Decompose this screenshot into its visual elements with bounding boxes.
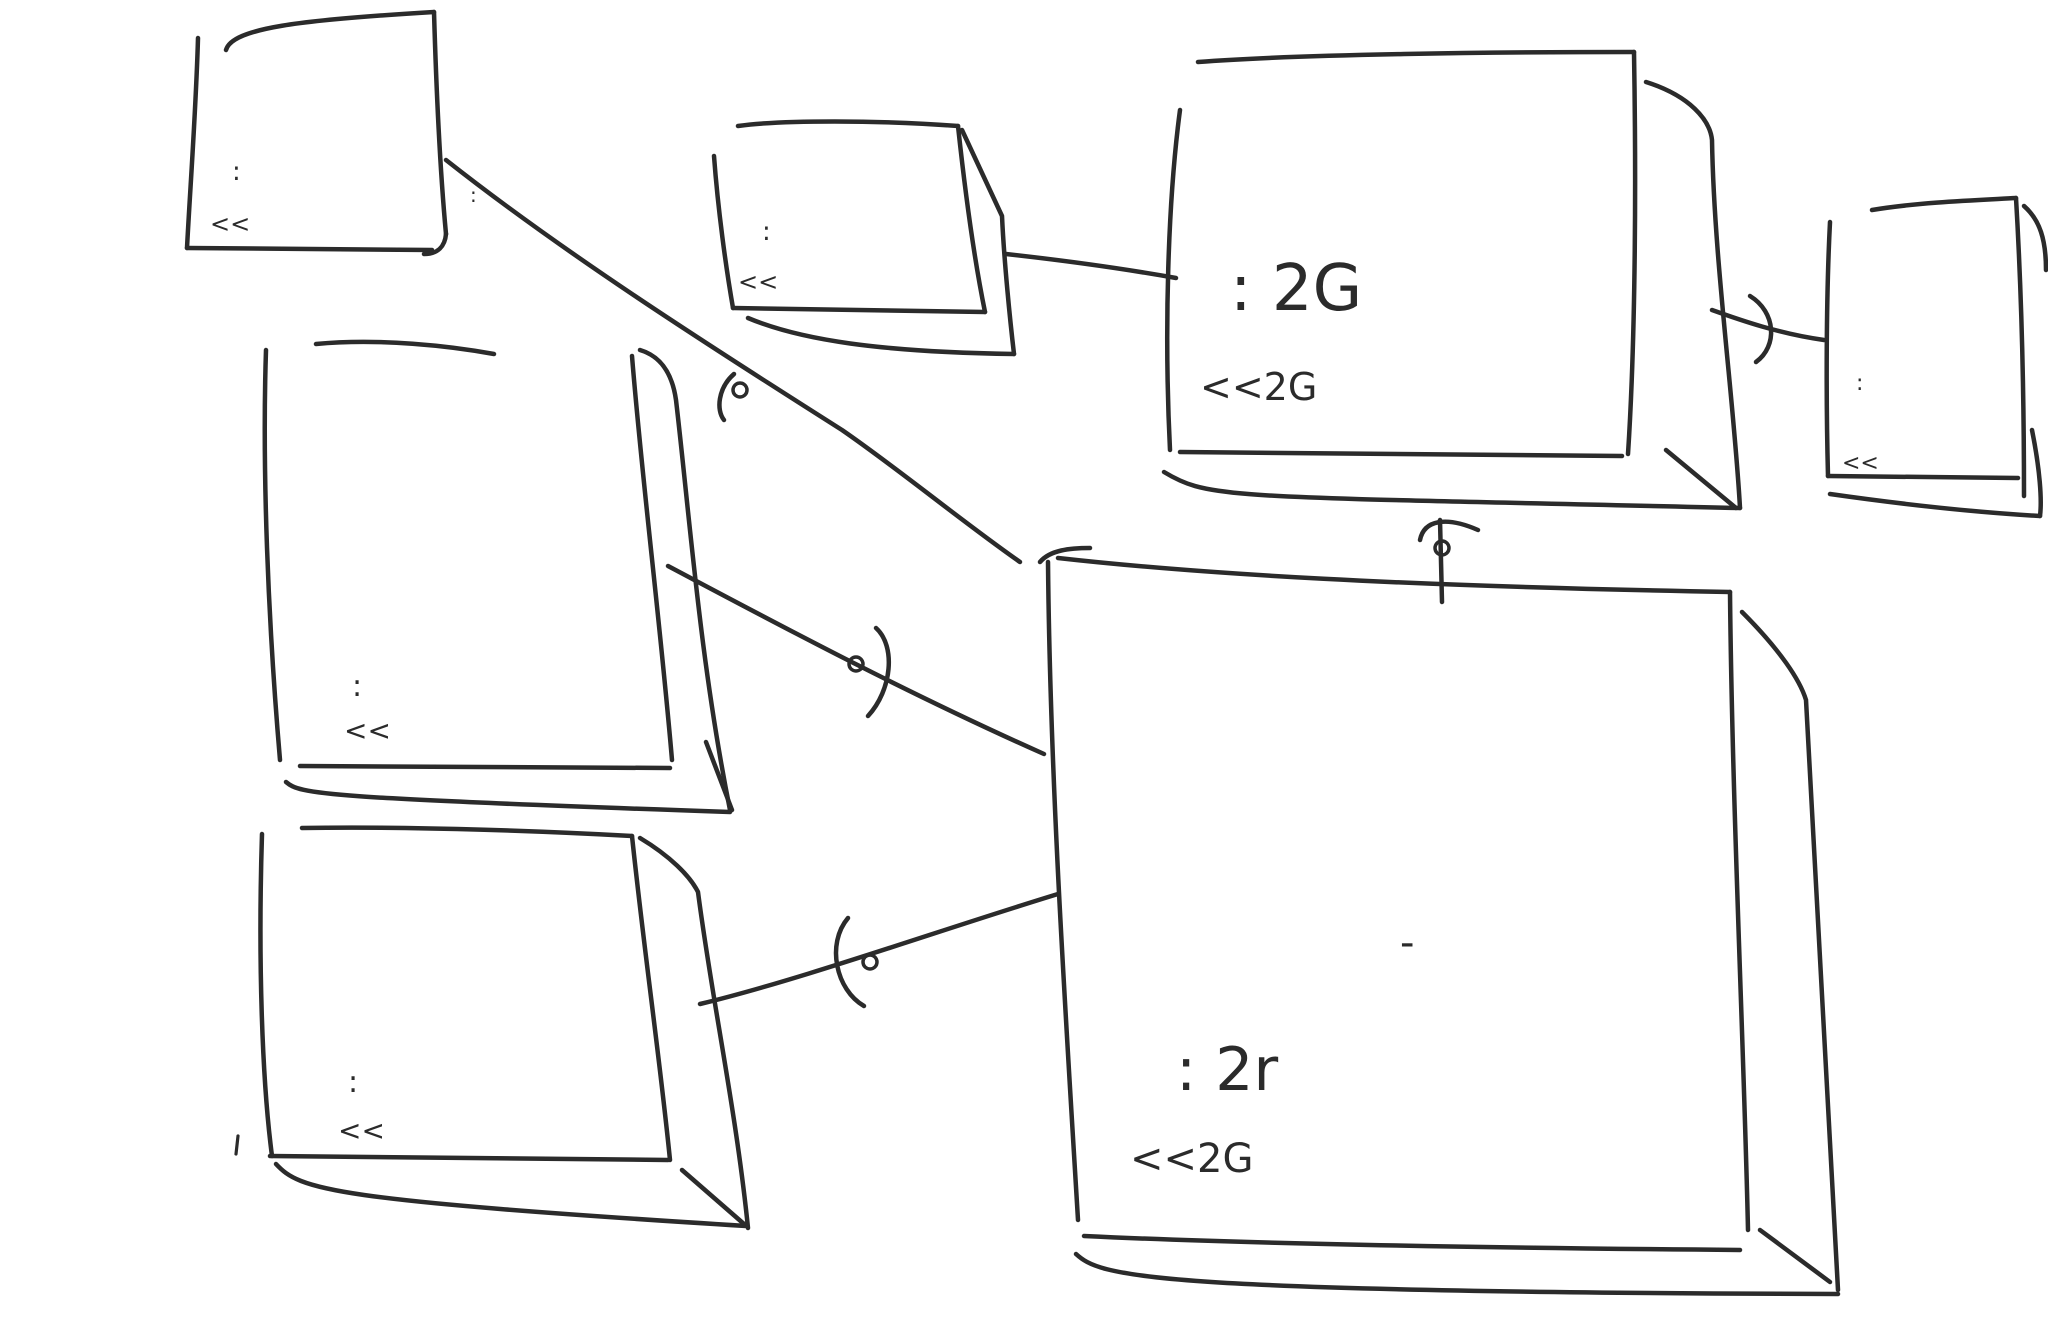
node-left-bottom-name: : bbox=[348, 1065, 358, 1100]
node-top-middle: : << bbox=[711, 119, 1017, 357]
node-left-middle: : << bbox=[262, 339, 735, 815]
connector-leftbottom-main bbox=[697, 891, 1061, 1009]
connector-topright-farright bbox=[1709, 293, 1827, 365]
node-left-bottom-stereotype: << bbox=[338, 1114, 385, 1147]
node-far-right-stereotype: << bbox=[1842, 451, 1879, 476]
connector-leftmiddle-main bbox=[665, 563, 1047, 757]
label-top-left-edge: : bbox=[470, 183, 477, 207]
node-top-right-name: : 2G bbox=[1230, 252, 1362, 326]
node-far-right: : << bbox=[1824, 195, 2048, 519]
node-top-right: : 2G <<2G bbox=[1161, 49, 1743, 511]
node-left-bottom: : << bbox=[234, 825, 751, 1231]
node-main: : 2r <<2G - bbox=[1037, 545, 1841, 1297]
connector-topleft-main: : bbox=[443, 157, 1023, 565]
node-far-right-name: : bbox=[1856, 371, 1863, 396]
connector-topmiddle-topright bbox=[1003, 251, 1179, 281]
connector-main-topright bbox=[1417, 517, 1481, 605]
node-top-middle-name: : bbox=[762, 217, 771, 247]
node-left-middle-name: : bbox=[352, 669, 362, 704]
node-top-left-stereotype: << bbox=[210, 210, 250, 238]
node-main-stereotype: <<2G bbox=[1130, 1136, 1253, 1182]
node-main-name: : 2r bbox=[1176, 1035, 1278, 1105]
node-top-middle-stereotype: << bbox=[738, 268, 778, 296]
node-top-left-name: : bbox=[232, 157, 241, 187]
node-top-right-stereotype: <<2G bbox=[1200, 365, 1317, 409]
node-left-middle-stereotype: << bbox=[344, 714, 391, 747]
node-main-note: - bbox=[1400, 920, 1414, 966]
node-top-left: : << bbox=[184, 9, 449, 257]
